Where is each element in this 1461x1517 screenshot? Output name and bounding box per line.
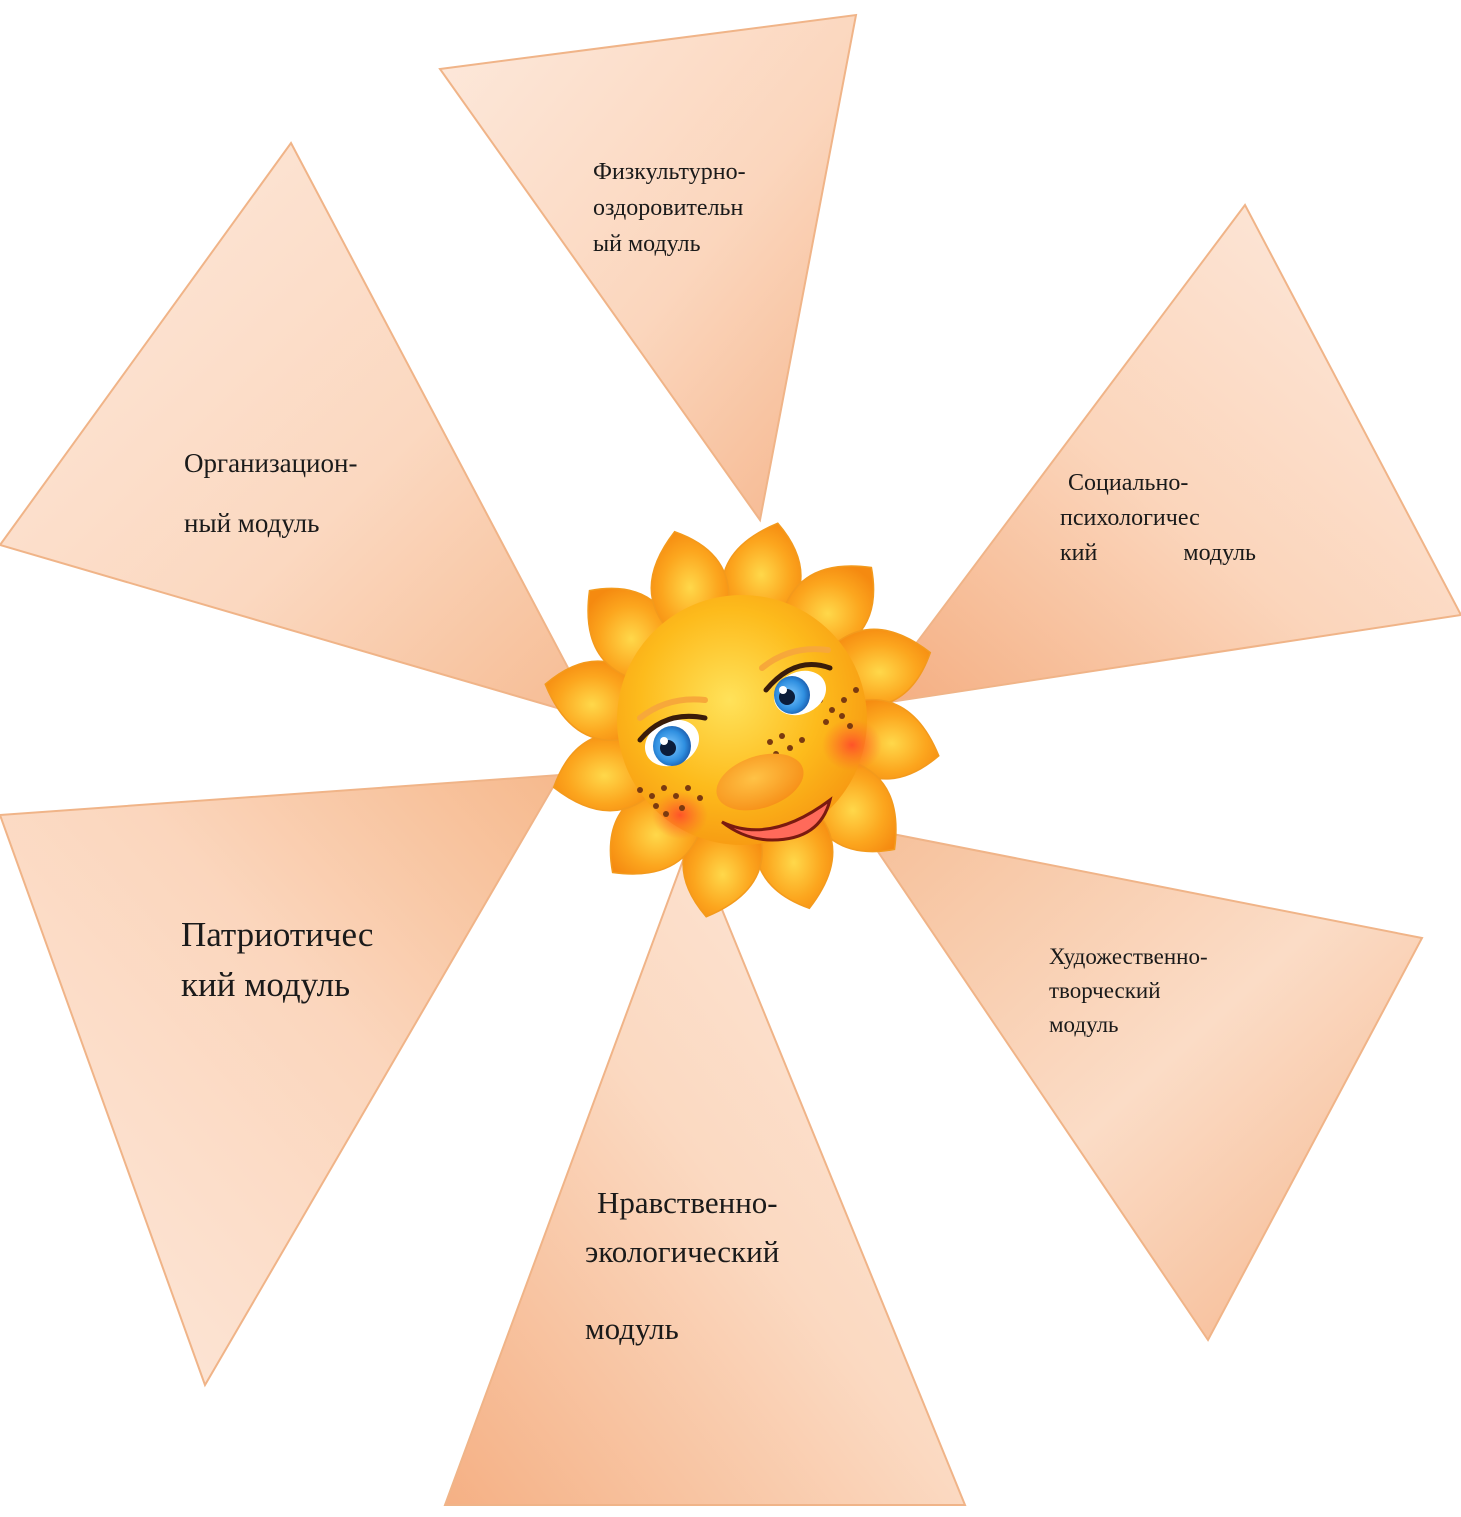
freckle [697, 795, 703, 801]
freckle [779, 733, 785, 739]
module-label-soc-word-1: кий [1060, 540, 1098, 566]
sun-face-icon [544, 522, 940, 918]
module-label-fiz-line-2: оздоровительн [593, 195, 744, 221]
module-label-fiz-line-3: ый модуль [593, 231, 701, 257]
freckle [839, 713, 845, 719]
module-label-org-line-2: ный модуль [184, 508, 320, 538]
module-label-fiz: Физкультурно- оздоровительн ый модуль [593, 154, 746, 262]
module-label-hud: Художественно- творческий модуль [1049, 940, 1208, 1042]
module-label-nrav-line-2: экологический [585, 1234, 780, 1269]
freckle [853, 687, 859, 693]
freckle [841, 697, 847, 703]
petal-fiz [438, 13, 858, 523]
freckle [685, 785, 691, 791]
module-label-nrav-line-1: Нравственно- [597, 1185, 778, 1220]
module-label-pat-line-2: кий модуль [181, 965, 351, 1004]
module-label-fiz-line-1: Физкультурно- [593, 159, 746, 185]
module-label-hud-line-2: творческий [1049, 978, 1161, 1003]
freckle [661, 785, 667, 791]
freckle [679, 805, 685, 811]
module-label-soc-word-2: модуль [1183, 540, 1256, 566]
module-label-soc-line-1: Социально- [1068, 470, 1189, 496]
module-label-nrav: Нравственно- экологический модуль [585, 1178, 779, 1353]
module-label-org-line-1: Организацион- [184, 448, 358, 478]
module-label-soc: Социально- психологичес кий модуль [1060, 466, 1256, 571]
module-label-hud-line-1: Художественно- [1049, 944, 1208, 969]
petal-org [0, 141, 597, 721]
freckle [829, 707, 835, 713]
freckle [787, 745, 793, 751]
module-label-pat: Патриотичес кий модуль [181, 910, 373, 1010]
freckle [637, 787, 643, 793]
freckle [673, 793, 679, 799]
petal-soc [867, 203, 1461, 707]
petal-nrav [443, 833, 967, 1506]
module-label-nrav-line-3: модуль [585, 1311, 679, 1346]
freckle [799, 737, 805, 743]
freckle [767, 739, 773, 745]
freckle [653, 803, 659, 809]
freckle [823, 719, 829, 725]
freckle [847, 723, 853, 729]
module-label-hud-line-3: модуль [1049, 1012, 1119, 1037]
module-label-soc-line-2: психологичес [1060, 505, 1200, 531]
petal-hud [859, 826, 1424, 1342]
module-label-org: Организацион- ный модуль [184, 433, 357, 553]
module-label-soc-line-3: кий модуль [1060, 536, 1256, 571]
freckle [663, 811, 669, 817]
petal-pat [0, 773, 562, 1388]
freckle [649, 793, 655, 799]
module-label-pat-line-1: Патриотичес [181, 915, 374, 954]
